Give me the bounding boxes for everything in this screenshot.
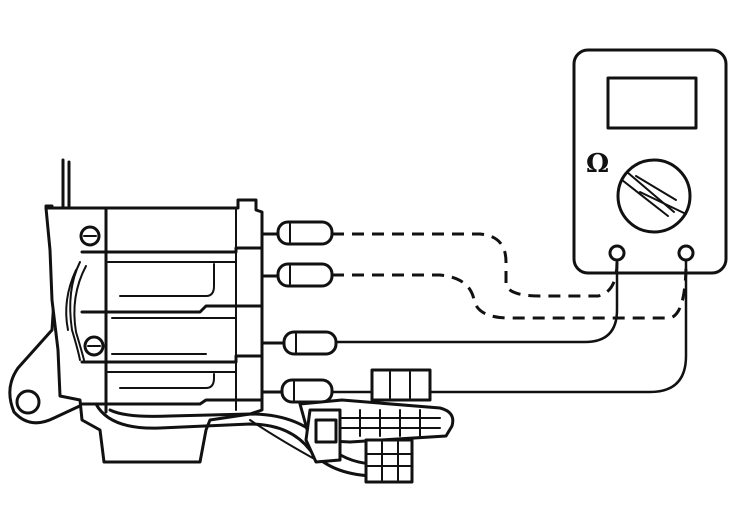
ohm-symbol: Ω — [586, 149, 609, 179]
wiring-loom — [94, 402, 374, 478]
connector-plug — [364, 438, 414, 484]
dashed-lead-second — [332, 261, 688, 320]
probe-connectors — [260, 220, 338, 404]
meter-jack-right[interactable] — [677, 244, 695, 262]
side-harness — [69, 261, 81, 361]
test-leads — [332, 232, 688, 394]
coil-housing — [44, 198, 264, 464]
bracket-hole — [15, 389, 41, 415]
probe-3 — [260, 330, 338, 356]
probe-4 — [260, 378, 334, 404]
harness-connector — [298, 368, 455, 484]
meter-jack-left[interactable] — [608, 244, 626, 262]
meter-display — [606, 76, 698, 130]
connector-top-block — [370, 368, 432, 402]
solid-lead-right — [332, 260, 688, 394]
dashed-lead-top — [332, 232, 619, 298]
solid-lead-left — [336, 260, 619, 344]
probe-2 — [260, 262, 334, 288]
ignition-coil-pack — [8, 158, 374, 478]
dial-pointer — [621, 171, 687, 217]
probe-1 — [260, 220, 334, 246]
ohmmeter: Ω — [572, 48, 728, 275]
